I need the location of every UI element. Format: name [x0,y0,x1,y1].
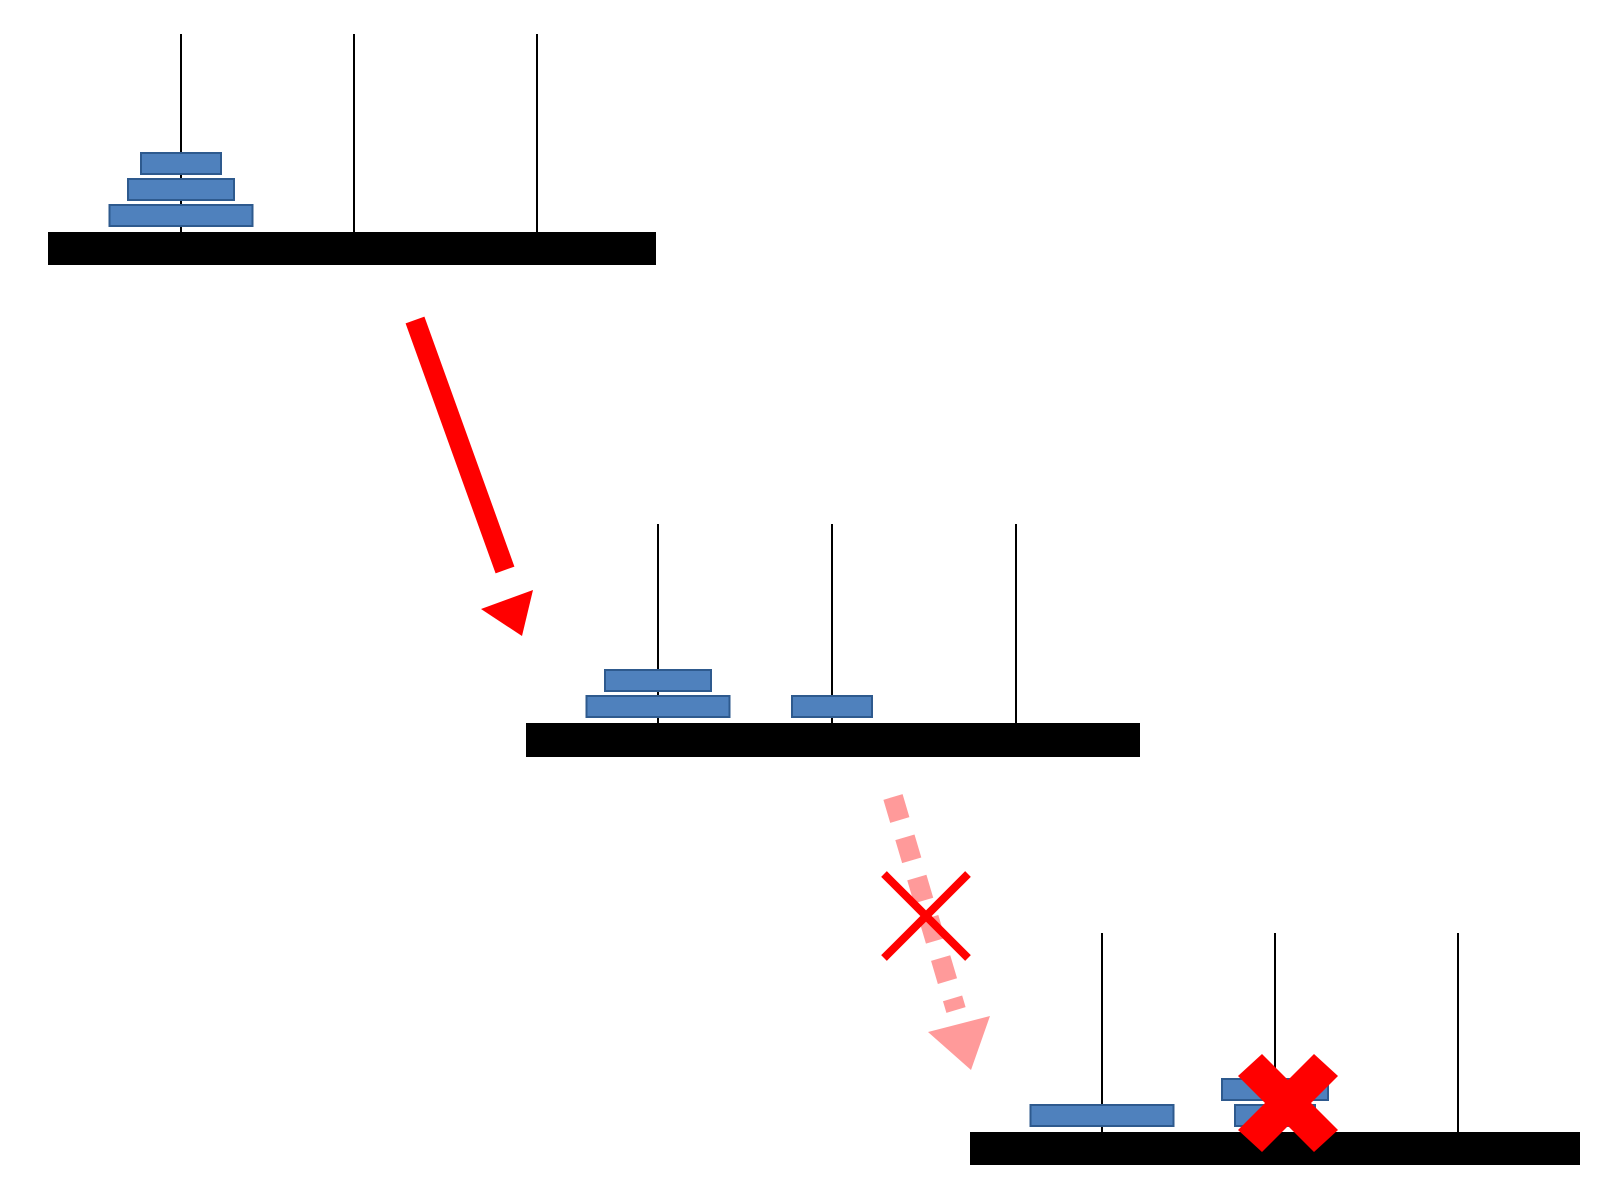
dashed-arrow-icon [883,794,990,1070]
disks [585,669,873,718]
state-after-invalid-move [970,933,1580,1165]
disk-3 [108,204,254,227]
disk-1 [140,152,222,175]
disk-3 [585,695,731,718]
arrow-down-right-icon [405,316,533,636]
state-after-valid-move [526,524,1140,757]
base-board [526,723,1140,757]
disk-2 [604,669,712,692]
disk-2 [127,178,235,201]
disk-3 [1029,1104,1175,1127]
base-board [48,232,656,265]
bold-x-icon [1238,1054,1338,1152]
state-initial [48,34,656,265]
cross-icon [881,871,971,961]
disk-1 [791,695,873,718]
disks [108,152,254,227]
